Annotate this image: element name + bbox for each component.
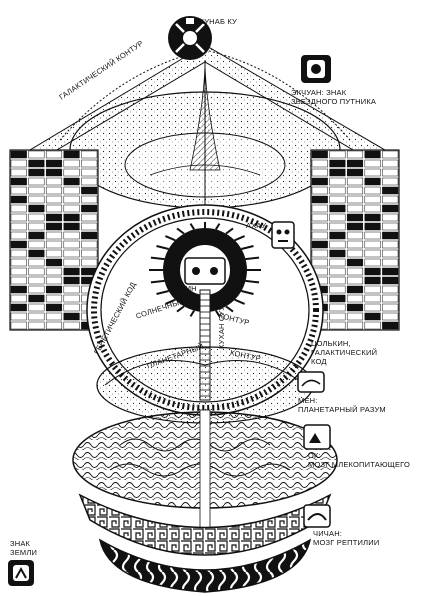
label-ekchuan-1: ЭКЧУАН: ЗНАК xyxy=(291,88,347,97)
earth-glyph xyxy=(8,560,34,586)
label-men-1: МЕН: xyxy=(298,396,318,405)
label-kin: КИН xyxy=(181,284,197,293)
label-ekchuan-2: ЗВЕЗДНОГО ПУТНИКА xyxy=(291,97,377,106)
label-ok-1: ОК: xyxy=(308,451,321,460)
earth-core-layer xyxy=(98,538,312,593)
label-chichan-2: МОЗГ РЕПТИЛИИ xyxy=(313,538,380,547)
label-tsolkin-3: КОД xyxy=(311,357,327,366)
label-tsolkin-1: ЦОЛЬКИН, xyxy=(311,339,351,348)
ok-glyph xyxy=(303,424,331,450)
chichan-glyph xyxy=(303,504,331,528)
men-glyph xyxy=(297,371,325,393)
tzolkin-left-panel xyxy=(9,149,99,331)
hunab-ku-symbol xyxy=(168,16,212,60)
label-hunab-ku: ХУНАБ КУ xyxy=(199,17,238,26)
tzolkin-right-panel xyxy=(310,149,400,331)
label-chichan-1: ЧИЧАН: xyxy=(313,529,343,538)
label-ahau: АХАУ xyxy=(246,221,267,230)
label-ok-2: МОЗГ МЛЕКОПИТАЮЩЕГО xyxy=(308,460,411,469)
label-men-2: ПЛАНЕТАРНЫЙ РАЗУМ xyxy=(298,405,386,414)
mammalian-brain-layer xyxy=(72,409,338,531)
label-kuxan-suum: КУХАН СУУМ xyxy=(217,299,226,349)
ahau-glyph xyxy=(271,221,295,249)
label-earth-sign-2: ЗЕМЛИ xyxy=(10,548,38,557)
label-tsolkin-2: ГАЛАКТИЧЕСКИЙ xyxy=(311,348,378,357)
ekchuan-glyph xyxy=(301,55,331,83)
label-earth-sign-1: ЗНАК xyxy=(10,539,31,548)
